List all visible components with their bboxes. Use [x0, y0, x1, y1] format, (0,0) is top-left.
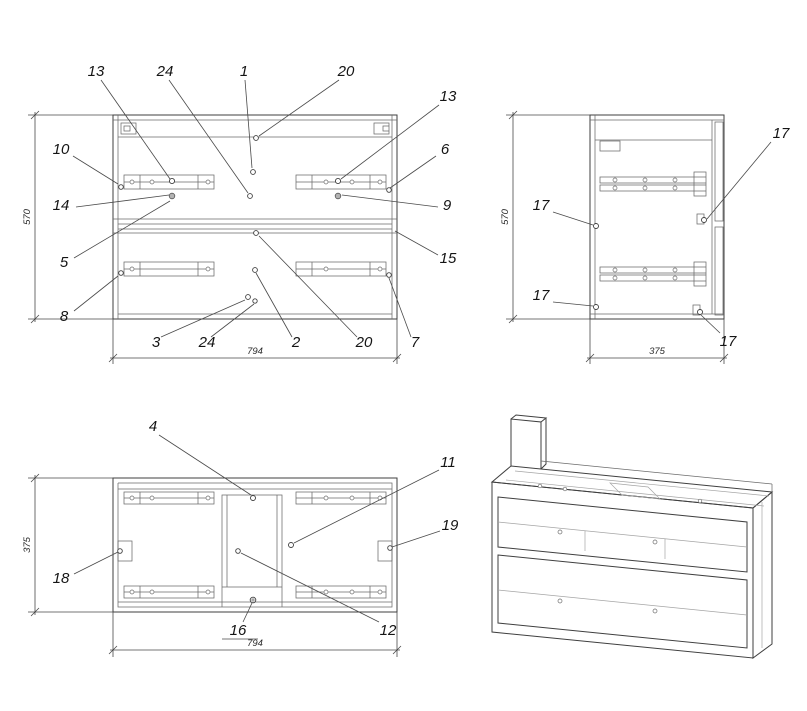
callout-24: 24	[198, 303, 255, 351]
callout-6: 6	[389, 141, 450, 189]
front-dim-width: 794	[108, 319, 402, 364]
callout-20: 20	[258, 235, 373, 351]
svg-text:13: 13	[88, 63, 105, 80]
iso-view	[490, 414, 774, 659]
callout-15: 15	[394, 230, 457, 267]
callout-2: 2	[255, 272, 301, 351]
dim-label-794: 794	[247, 346, 263, 357]
svg-text:24: 24	[156, 63, 174, 80]
svg-text:17: 17	[773, 125, 790, 142]
svg-text:15: 15	[440, 250, 457, 267]
svg-text:3: 3	[152, 334, 161, 351]
top-geometry	[112, 477, 398, 613]
top-view: 375 794 4 11 19 18 16 12	[22, 418, 459, 657]
iso-geometry	[490, 414, 774, 659]
front-view: 570 794 13 24 1 20 13 10 6 14 9 5 15 8 3…	[22, 63, 457, 364]
callout-13: 13	[88, 63, 171, 180]
lower-drawer-front	[497, 554, 748, 649]
top-dim-height: 375	[22, 473, 113, 617]
callout-10: 10	[53, 141, 119, 185]
callout-17: 17	[533, 287, 594, 307]
callout-17: 17	[706, 125, 790, 220]
svg-text:5: 5	[60, 254, 69, 271]
callout-16: 16	[222, 602, 258, 640]
side-dim-height: 570	[500, 110, 590, 324]
svg-text:1: 1	[240, 63, 248, 80]
callout-3: 3	[152, 299, 246, 351]
callout-7: 7	[388, 277, 420, 351]
screw-hole	[334, 177, 342, 185]
callout-19: 19	[391, 517, 459, 548]
callout-8: 8	[60, 275, 119, 325]
callout-9: 9	[341, 194, 452, 214]
svg-text:4: 4	[149, 418, 157, 435]
backsplash-panel	[510, 414, 548, 470]
front-callouts: 13 24 1 20 13 10 6 14 9 5 15 8 3 24 2 20…	[53, 63, 457, 351]
svg-text:12: 12	[380, 622, 397, 639]
cam-fastener	[334, 192, 342, 200]
svg-text:14: 14	[53, 197, 70, 214]
top-dim-width: 794	[108, 612, 402, 657]
svg-text:18: 18	[53, 570, 70, 587]
dim-label-570: 570	[22, 208, 33, 225]
svg-text:8: 8	[60, 308, 69, 325]
screw-hole	[168, 177, 176, 185]
svg-text:11: 11	[440, 454, 456, 471]
callout-1: 1	[240, 63, 253, 169]
dim-label-375: 375	[649, 346, 666, 357]
svg-text:6: 6	[441, 141, 450, 158]
callout-11: 11	[293, 454, 456, 544]
callout-17: 17	[533, 197, 594, 226]
svg-text:2: 2	[291, 334, 301, 351]
svg-text:20: 20	[337, 63, 355, 80]
svg-text:24: 24	[198, 334, 216, 351]
svg-text:20: 20	[355, 334, 373, 351]
dim-label-570: 570	[500, 208, 511, 225]
svg-text:17: 17	[533, 197, 550, 214]
cam-fastener	[168, 192, 176, 200]
callout-17: 17	[700, 314, 737, 350]
upper-drawer-front	[497, 496, 748, 573]
front-geometry	[112, 114, 398, 320]
callout-4: 4	[149, 418, 252, 496]
side-view: 570 375 17 17 17 17	[500, 110, 790, 364]
svg-text:16: 16	[230, 622, 247, 639]
svg-text:10: 10	[53, 141, 70, 158]
svg-text:9: 9	[443, 197, 452, 214]
svg-text:19: 19	[442, 517, 459, 534]
callout-14: 14	[53, 194, 170, 214]
svg-text:17: 17	[533, 287, 550, 304]
callout-12: 12	[240, 552, 397, 639]
dim-label-375: 375	[22, 536, 33, 553]
side-callouts: 17 17 17 17	[533, 125, 790, 350]
top-callouts: 4 11 19 18 16 12	[53, 418, 459, 640]
side-geometry	[589, 114, 725, 320]
dim-label-794: 794	[247, 638, 263, 649]
callout-24: 24	[156, 63, 249, 194]
callout-18: 18	[53, 551, 119, 587]
side-dim-width: 375	[585, 319, 729, 364]
callout-13: 13	[340, 88, 457, 180]
front-dim-height: 570	[22, 110, 113, 324]
svg-text:17: 17	[720, 333, 737, 350]
svg-text:7: 7	[411, 334, 420, 351]
callout-20: 20	[258, 63, 355, 137]
callout-5: 5	[60, 200, 171, 271]
svg-text:13: 13	[440, 88, 457, 105]
